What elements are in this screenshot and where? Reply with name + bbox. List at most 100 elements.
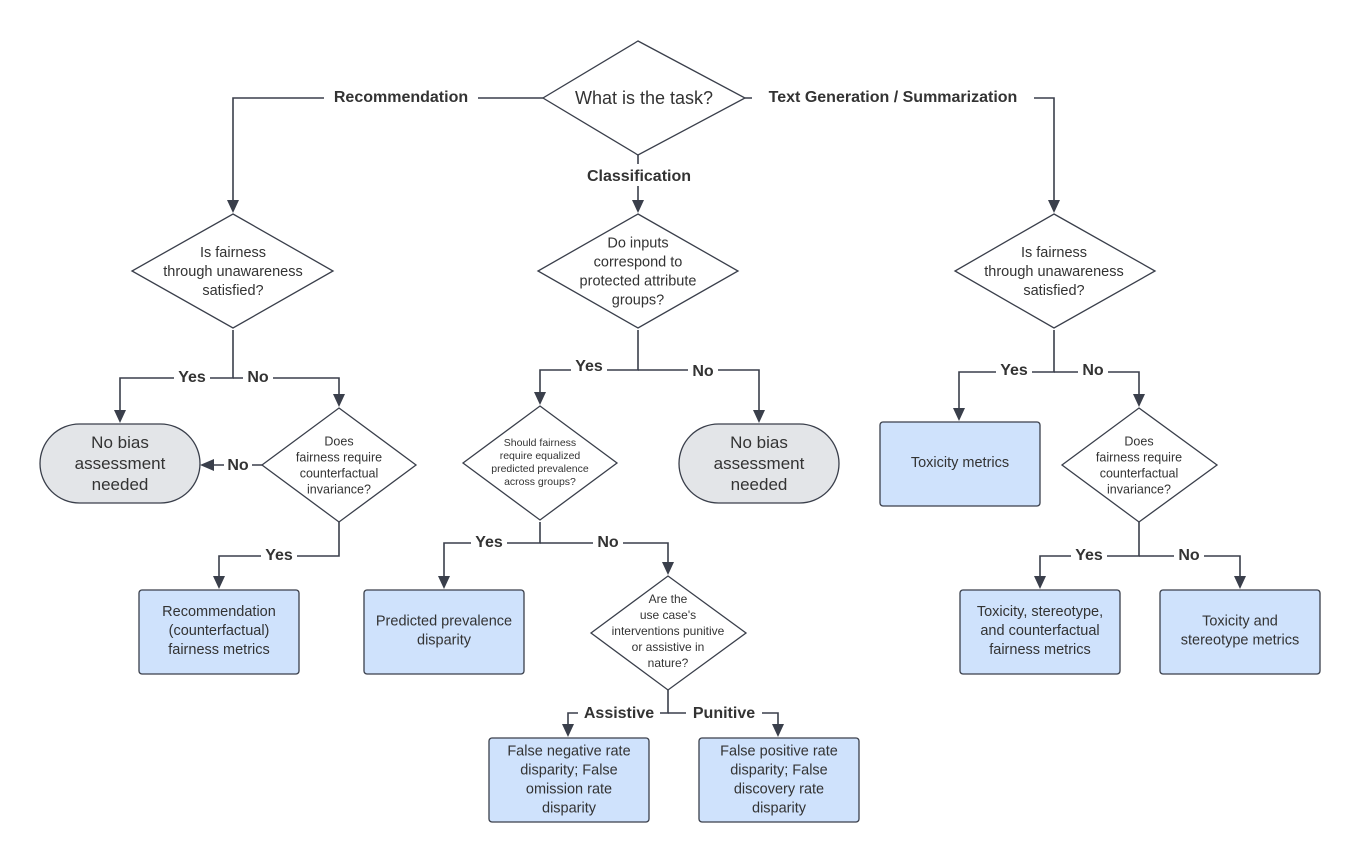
- edge-task-recommendation: [232, 97, 543, 204]
- node-label-line: use case's: [640, 608, 696, 622]
- node-label-line: protected attribute: [580, 274, 697, 290]
- node-label-line: require equalized: [500, 450, 581, 462]
- node-label-line: (counterfactual): [169, 623, 270, 639]
- result-gen-ts[interactable]: Toxicity and stereotype metrics: [1159, 589, 1321, 675]
- node-label-line: disparity; False: [730, 763, 828, 779]
- node-label-line: Does: [324, 434, 353, 448]
- node-label-line: interventions punitive: [612, 624, 725, 638]
- node-label-line: invariance?: [1107, 482, 1171, 496]
- edge-label-gen-cf-no: No: [1178, 547, 1200, 564]
- node-label-gen-tsc: Toxicity, stereotype, and counterfactual f…: [977, 604, 1103, 658]
- node-label-line: Toxicity, stereotype,: [977, 604, 1103, 620]
- node-label-line: counterfactual: [1100, 466, 1179, 480]
- node-label-line: or assistive in: [632, 640, 705, 654]
- node-label-line: assessment: [714, 454, 805, 473]
- arrowhead: [1234, 576, 1246, 589]
- result-gen-tox[interactable]: Toxicity metrics: [879, 421, 1041, 507]
- node-label-line: across groups?: [504, 476, 576, 488]
- arrowhead: [1133, 394, 1145, 407]
- arrowhead: [562, 724, 574, 737]
- arrowhead: [1048, 200, 1060, 213]
- node-label-gen-cf: Does fairness require counterfactual invari…: [1096, 434, 1182, 496]
- arrowhead: [772, 724, 784, 737]
- node-label-line: needed: [731, 475, 788, 494]
- arrowhead: [227, 200, 239, 213]
- arrowhead: [438, 576, 450, 589]
- node-label-line: stereotype metrics: [1181, 633, 1299, 649]
- node-label-line: satisfied?: [202, 283, 263, 299]
- node-label-cls-punitive: Are the use case's interventions punitive o…: [612, 592, 725, 670]
- decision-cls-punitive[interactable]: Are the use case's interventions punitive o…: [589, 575, 748, 691]
- node-label-line: Recommendation: [162, 604, 276, 620]
- edge-label-rec-cf-yes: Yes: [265, 547, 293, 564]
- decision-rec-ftu[interactable]: Is fairness through unawareness satisfied?: [130, 213, 335, 329]
- edge-task-textgen: [745, 97, 1055, 204]
- node-label-line: fairness require: [1096, 450, 1182, 464]
- edge-label-gen-no: No: [1082, 362, 1104, 379]
- edge-label-gen-yes: Yes: [1000, 362, 1028, 379]
- node-label-line: fairness metrics: [989, 642, 1091, 658]
- result-cls-fnr[interactable]: False negative rate disparity; False omiss…: [488, 737, 650, 823]
- node-label-line: nature?: [648, 656, 689, 670]
- arrowhead: [662, 562, 674, 575]
- edge-label-text-generation: Text Generation / Summarization: [769, 89, 1018, 106]
- node-label-line: fairness require: [296, 450, 382, 464]
- decision-gen-cf[interactable]: Does fairness require counterfactual invari…: [1060, 407, 1219, 523]
- node-label-line: Toxicity and: [1202, 614, 1278, 630]
- edge-label-punitive: Punitive: [693, 705, 755, 722]
- node-label-rec-metrics: Recommendation(counterfactual)fairness m…: [162, 604, 276, 658]
- node-label-line: discovery rate: [734, 782, 824, 798]
- edge-label-cls-prev-yes: Yes: [475, 534, 503, 551]
- arrowhead: [534, 392, 546, 405]
- edge-cls-inputs-no: [638, 369, 760, 414]
- node-label-line: through unawareness: [163, 264, 302, 280]
- node-label-cls-fnr: False negative rate disparity; False omiss…: [507, 744, 630, 817]
- node-label-line: Toxicity metrics: [911, 455, 1009, 471]
- arrowhead: [632, 200, 644, 213]
- node-label-line: False positive rate: [720, 744, 838, 760]
- edge-label-assistive: Assistive: [584, 705, 654, 722]
- node-label-line: Do inputs: [607, 236, 668, 252]
- node-label-line: groups?: [612, 293, 664, 309]
- arrowhead: [200, 459, 214, 471]
- node-label-line: invariance?: [307, 482, 371, 496]
- node-label-cls-fpr: False positive rate disparity; False disco…: [720, 744, 838, 817]
- edge-label-cls-prev-no: No: [597, 534, 619, 551]
- edge-label-cls-no: No: [692, 363, 714, 380]
- node-label-gen-tox: Toxicity metrics: [911, 455, 1009, 471]
- result-rec-metrics[interactable]: Recommendation(counterfactual)fairness m…: [138, 589, 300, 675]
- node-label-line: Does: [1124, 434, 1153, 448]
- node-label-line: Is fairness: [200, 245, 266, 261]
- node-label-line: disparity; False: [520, 763, 618, 779]
- node-label-line: disparity: [542, 801, 597, 817]
- node-label-line: and counterfactual: [980, 623, 1099, 639]
- node-label-task: What is the task?: [575, 88, 713, 108]
- node-label-line: False negative rate: [507, 744, 630, 760]
- node-label-line: predicted prevalence: [491, 463, 589, 475]
- edge-label-rec-cf-no: No: [227, 457, 249, 474]
- decision-task[interactable]: What is the task?: [541, 40, 747, 156]
- node-label-line: through unawareness: [984, 264, 1123, 280]
- node-label-line: Are the: [649, 592, 688, 606]
- node-label-line: Is fairness: [1021, 245, 1087, 261]
- node-label-line: assessment: [75, 454, 166, 473]
- result-gen-tsc[interactable]: Toxicity, stereotype, and counterfactual f…: [959, 589, 1121, 675]
- node-label-line: disparity: [752, 801, 807, 817]
- edge-labels: Recommendation Text Generation / Summari…: [174, 86, 1204, 722]
- result-cls-fpr[interactable]: False positive rate disparity; False disco…: [698, 737, 860, 823]
- node-label-gen-ts: Toxicity and stereotype metrics: [1181, 614, 1299, 649]
- node-label-line: omission rate: [526, 782, 612, 798]
- node-label-line: Should fairness: [504, 437, 576, 449]
